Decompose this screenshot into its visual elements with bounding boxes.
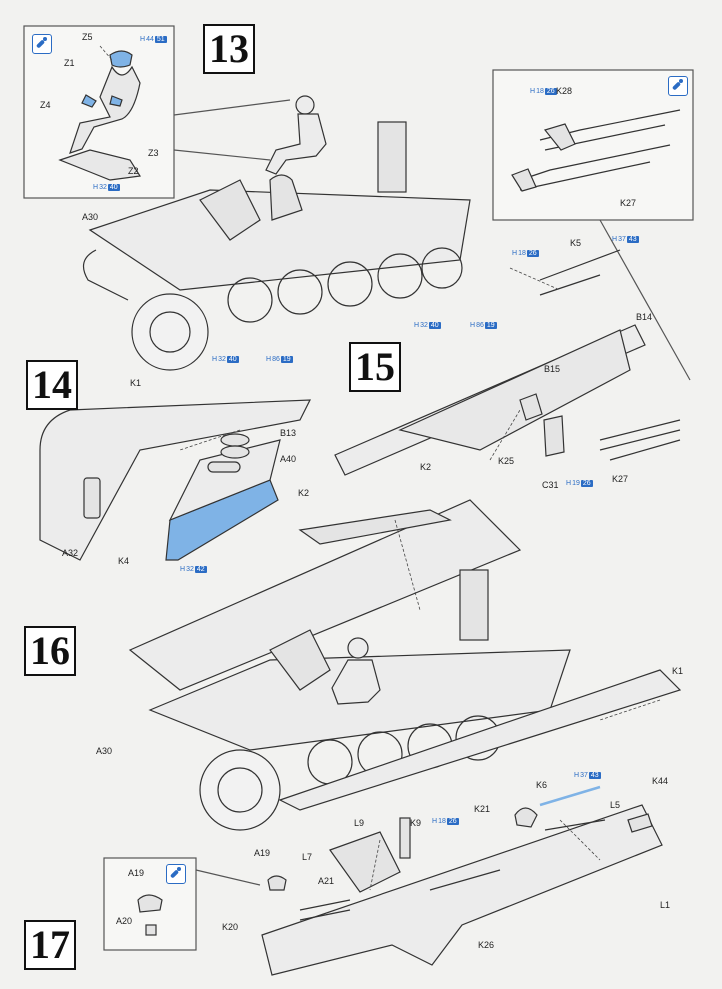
part-label: B14 bbox=[636, 312, 653, 322]
part-label: A19 bbox=[254, 848, 271, 858]
part-label: K25 bbox=[498, 456, 515, 466]
part-label: K9 bbox=[410, 818, 422, 828]
part-label: B15 bbox=[544, 364, 561, 374]
part-label: Z1 bbox=[64, 58, 75, 68]
part-label: K44 bbox=[652, 776, 669, 786]
part-label: A20 bbox=[116, 916, 133, 926]
part-label: B13 bbox=[280, 428, 297, 438]
part-label: A40 bbox=[280, 454, 297, 464]
part-label: K21 bbox=[474, 804, 491, 814]
part-label: Z3 bbox=[148, 148, 159, 158]
part-label: L7 bbox=[302, 852, 313, 862]
step-number-15: 15 bbox=[349, 342, 401, 392]
part-label: K1 bbox=[130, 378, 142, 388]
part-label: L1 bbox=[660, 900, 671, 910]
paint-brush-icon bbox=[32, 34, 52, 54]
part-label: Z2 bbox=[128, 166, 139, 176]
paint-brush-icon bbox=[166, 864, 186, 884]
part-label: K27 bbox=[620, 198, 637, 208]
part-label: K1 bbox=[672, 666, 684, 676]
step-number-14: 14 bbox=[26, 360, 78, 410]
step-number-16: 16 bbox=[24, 626, 76, 676]
part-label: K4 bbox=[118, 556, 130, 566]
part-label: A32 bbox=[62, 548, 79, 558]
part-label: K2 bbox=[420, 462, 432, 472]
part-label: K28 bbox=[556, 86, 573, 96]
step-number-13: 13 bbox=[203, 24, 255, 74]
part-label: A19 bbox=[128, 868, 145, 878]
part-label: A30 bbox=[82, 212, 99, 222]
part-label: L9 bbox=[354, 818, 365, 828]
part-label: C31 bbox=[542, 480, 559, 490]
part-label: K27 bbox=[612, 474, 629, 484]
part-label: K2 bbox=[298, 488, 310, 498]
part-label: K6 bbox=[536, 780, 548, 790]
part-label: Z5 bbox=[82, 32, 93, 42]
part-label: A21 bbox=[318, 876, 335, 886]
part-label: A30 bbox=[96, 746, 113, 756]
part-label: K26 bbox=[478, 940, 495, 950]
step-number-17: 17 bbox=[24, 920, 76, 970]
part-label: Z4 bbox=[40, 100, 51, 110]
part-label: K5 bbox=[570, 238, 582, 248]
part-label: K20 bbox=[222, 922, 239, 932]
part-label: L5 bbox=[610, 800, 621, 810]
paint-brush-icon bbox=[668, 76, 688, 96]
